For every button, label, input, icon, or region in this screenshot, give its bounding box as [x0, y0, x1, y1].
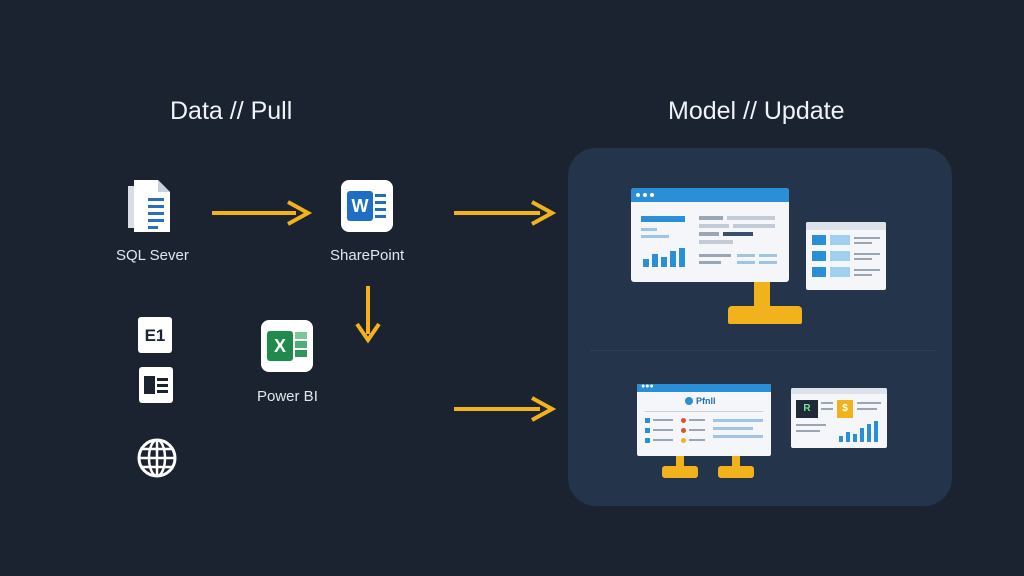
model-update-heading: Model // Update [668, 97, 845, 125]
arrow-sql-to-sharepoint [212, 200, 313, 226]
upper-window-titlebar [631, 188, 789, 202]
upper-monitor-stand [754, 282, 770, 308]
word-icon: W [341, 180, 393, 232]
power-bi-label: Power BI [257, 388, 318, 405]
upper-monitor-base [728, 306, 802, 324]
lower-side-window: R $ [791, 388, 887, 448]
list-file-icon [139, 367, 173, 403]
upper-monitor-screen [631, 188, 789, 282]
lower-monitor-base-left [662, 466, 698, 478]
arrow-sources-to-model [454, 396, 556, 422]
excel-icon: X [261, 320, 313, 372]
lower-window-title: Pfnll [696, 396, 716, 406]
lower-side-r-tile: R [796, 400, 818, 418]
arrow-sharepoint-to-model [454, 200, 556, 226]
globe-icon [137, 438, 177, 478]
lower-monitor-screen: ●●● Pfnll [637, 384, 771, 456]
sharepoint-label: SharePoint [330, 247, 405, 264]
document-icon [128, 180, 170, 232]
lower-window-logo-icon [685, 397, 693, 405]
panel-divider [590, 350, 935, 351]
lower-monitor-stand-left [676, 456, 684, 470]
excel-glyph: X [267, 331, 293, 361]
lower-monitor-base-right [718, 466, 754, 478]
lower-side-dollar-tile: $ [837, 400, 853, 418]
sql-server-label: SQL Sever [116, 247, 189, 264]
word-glyph: W [347, 191, 373, 221]
arrow-sharepoint-to-powerbi [355, 286, 381, 344]
lower-monitor-stand-right [732, 456, 740, 470]
lower-window-tag: ●●● [641, 384, 654, 390]
data-pull-heading: Data // Pull [170, 97, 293, 125]
upper-side-window [806, 222, 886, 290]
e1-file-icon: E1 [138, 317, 172, 353]
